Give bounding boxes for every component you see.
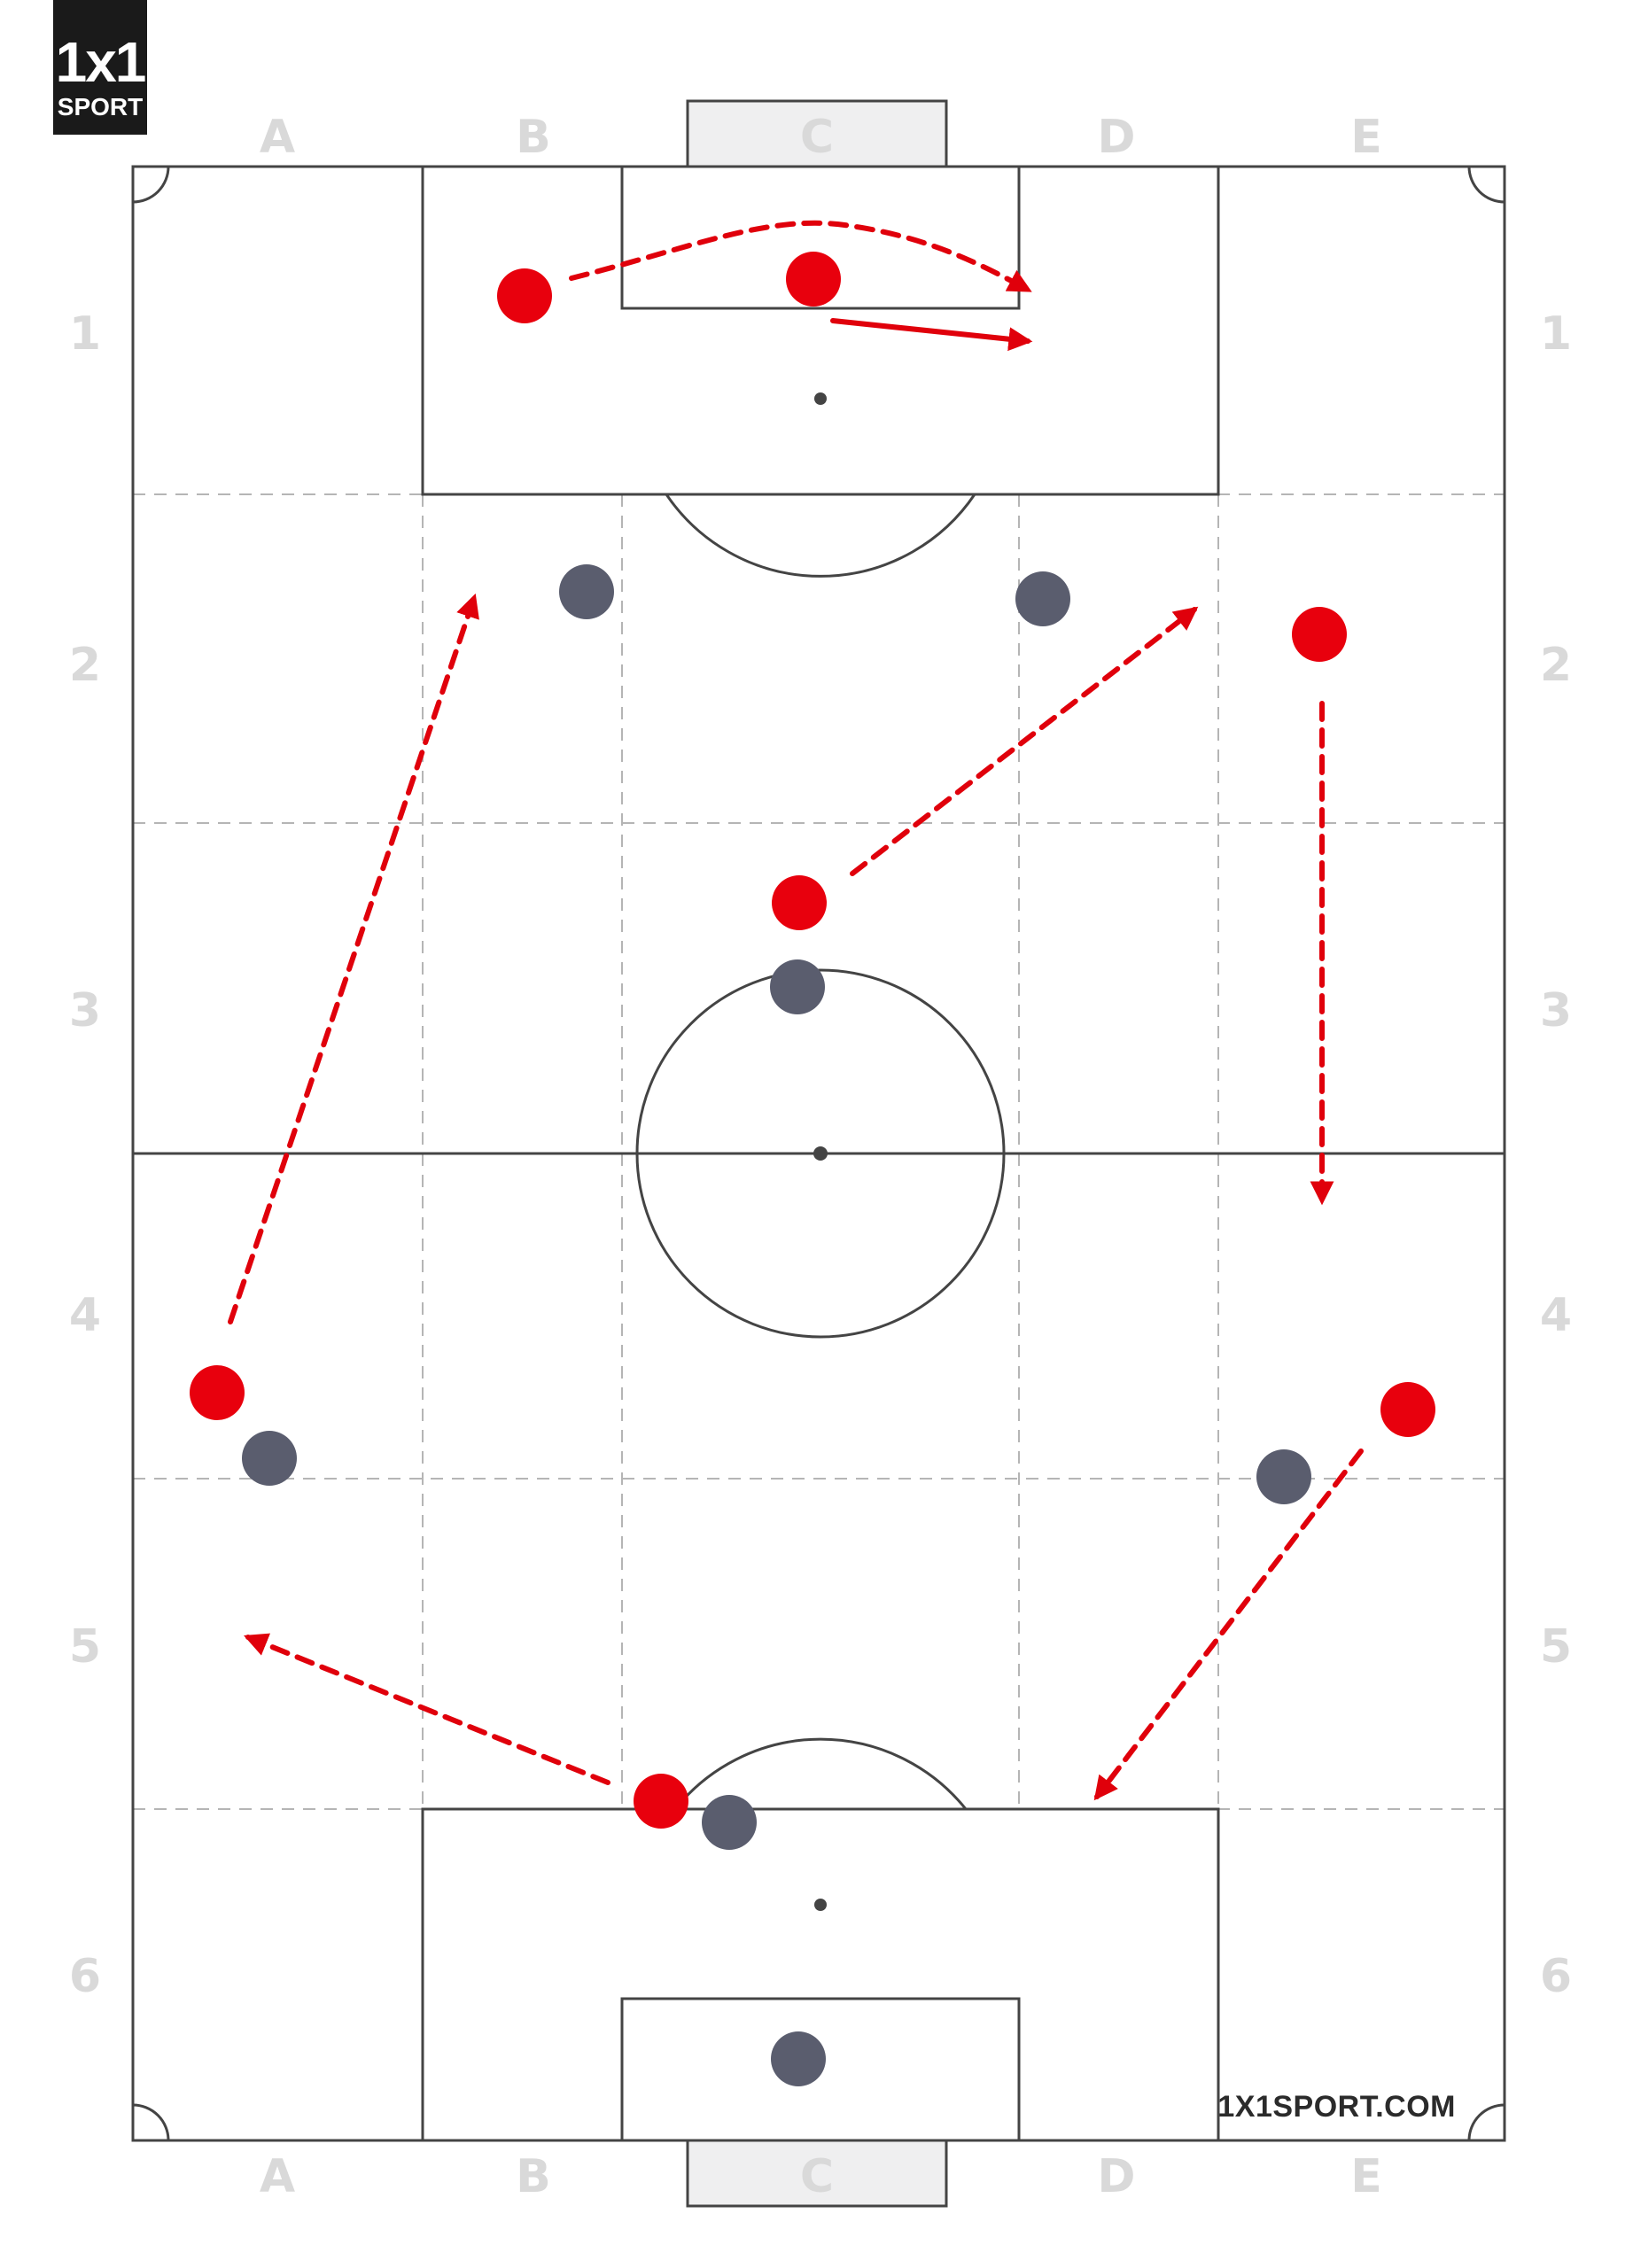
logo-word: SPORT [57,93,144,120]
row-label-4: 4 [69,1289,101,1342]
pitch-markings [131,165,1506,2142]
column-label-a: A [260,111,295,164]
brand-logo: 1x1 SPORT [53,0,147,135]
attacker-marker [1292,607,1347,662]
column-label-c: C [800,111,834,164]
movement-arrows [228,220,1364,1801]
row-label-3: 3 [1540,984,1572,1037]
attacker-marker [1380,1382,1435,1437]
row-label-1: 1 [69,307,101,361]
attackers [190,252,1435,1829]
movement-arrow [569,220,1032,292]
website-label: 1X1SPORT.COM [1217,2090,1456,2124]
row-labels-right: 1 2 3 4 5 6 [1540,307,1572,2003]
column-label-a: A [260,2150,295,2203]
attacker-marker [634,1774,688,1829]
column-label-b: B [516,111,551,164]
defender-marker [559,564,614,619]
column-label-d: D [1097,2150,1135,2203]
defender-marker [770,959,825,1014]
movement-arrow [243,1633,610,1785]
defenders [242,564,1311,2086]
row-label-3: 3 [69,984,101,1037]
top-goal [686,99,948,168]
column-label-c: C [800,2150,834,2203]
row-label-6: 6 [69,1950,101,2003]
movement-arrow [830,318,1033,352]
bottom-goal [686,2139,948,2208]
movement-arrow [228,593,479,1324]
attacker-marker [190,1365,245,1420]
attacker-marker [772,875,827,930]
column-labels-bottom: A B C D E [260,2150,1382,2203]
row-label-6: 6 [1540,1950,1572,2003]
movement-arrow [1093,1449,1364,1801]
row-label-2: 2 [69,639,101,692]
attacker-marker [786,252,841,307]
defender-marker [1015,571,1070,626]
defender-marker [702,1795,757,1850]
row-label-5: 5 [69,1620,101,1674]
row-label-1: 1 [1540,307,1572,361]
bottom-penalty-spot [814,1899,827,1911]
row-label-5: 5 [1540,1620,1572,1674]
center-spot [813,1146,828,1161]
attacker-marker [497,268,552,323]
logo-mark: 1x1 [55,30,147,94]
defender-marker [242,1431,297,1486]
movement-arrow [850,606,1199,876]
defender-marker [771,2031,826,2086]
row-label-2: 2 [1540,639,1572,692]
column-label-d: D [1097,111,1135,164]
defender-marker [1256,1449,1311,1504]
top-penalty-spot [814,392,827,405]
column-label-e: E [1350,2150,1382,2203]
row-labels-left: 1 2 3 4 5 6 [69,307,101,2003]
column-labels-top: A B C D E [260,111,1382,164]
column-label-b: B [516,2150,551,2203]
row-label-4: 4 [1540,1289,1572,1342]
column-label-e: E [1350,111,1382,164]
